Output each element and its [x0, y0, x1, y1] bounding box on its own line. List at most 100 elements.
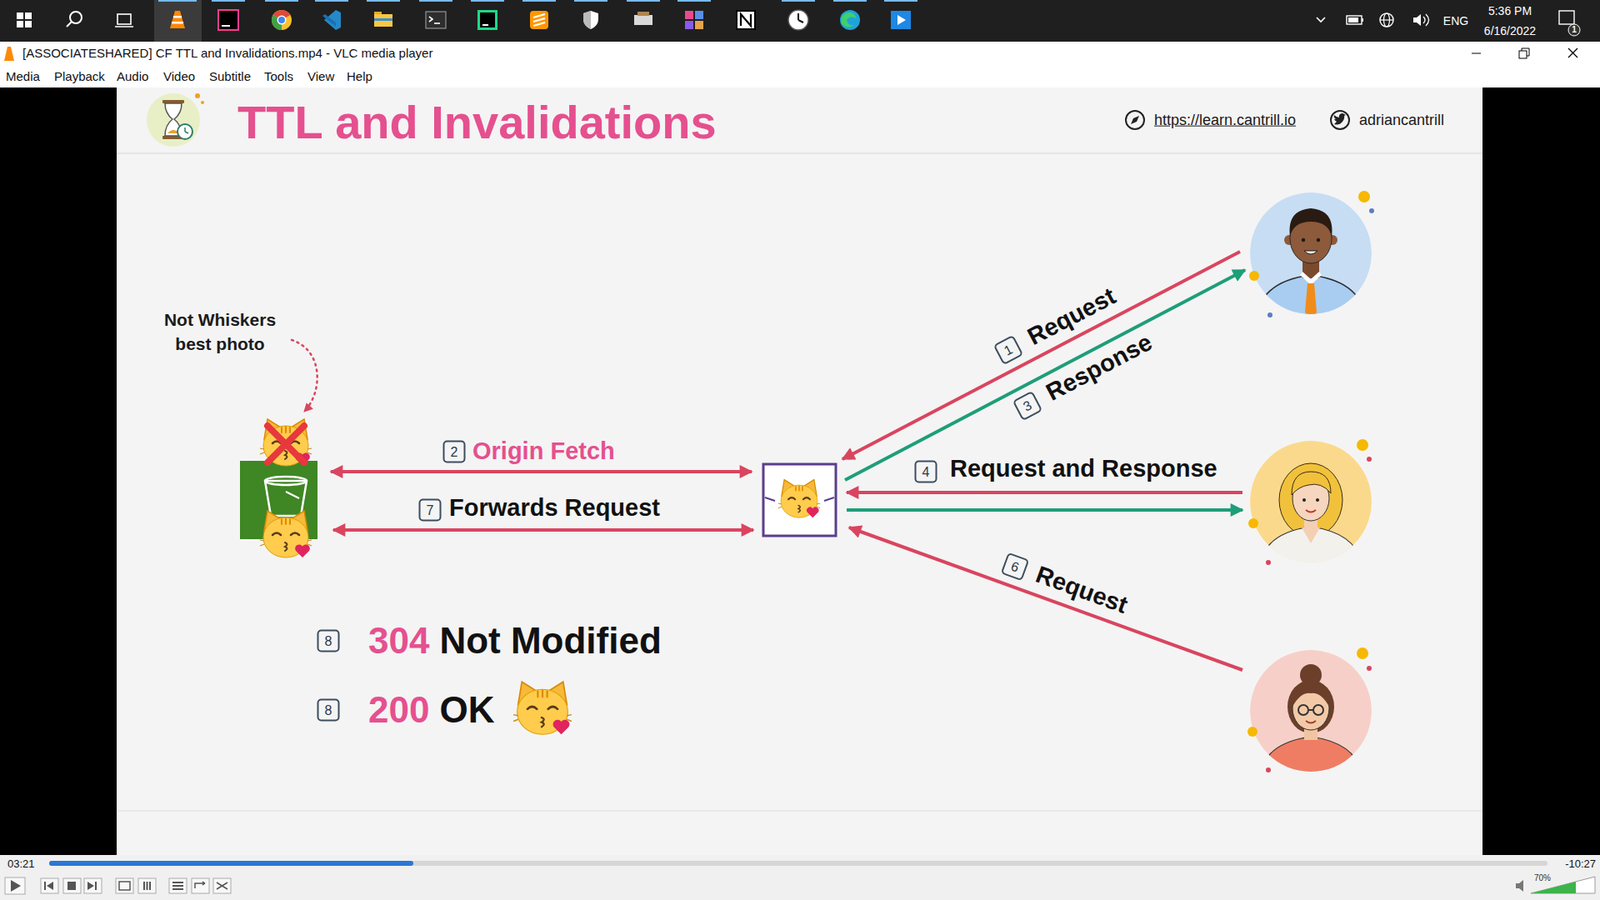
taskbar	[170, 10, 185, 29]
user-avatar	[1302, 498, 1306, 502]
leader-line	[291, 340, 318, 412]
user-avatar	[1247, 647, 1372, 777]
cat-emoji	[260, 510, 312, 558]
menu-item: Video	[163, 69, 195, 84]
taskbar	[1316, 17, 1325, 22]
user-avatar	[1279, 463, 1343, 537]
hourglass-icon	[200, 100, 205, 105]
step-number: 7	[426, 503, 435, 517]
player-controls	[0, 855, 1600, 900]
player-controls	[195, 881, 205, 889]
window-chrome	[0, 41, 1600, 855]
notification-count: 1	[1571, 25, 1577, 35]
taskbar	[695, 20, 704, 30]
compass-icon	[1125, 110, 1145, 130]
player-controls	[40, 878, 231, 894]
flow-arrows	[333, 528, 754, 532]
user-avatar	[1316, 238, 1320, 242]
player-controls	[67, 881, 76, 890]
slide	[116, 87, 1483, 855]
window-title: [ASSOCIATESHARED] CF TTL and Invalidatio…	[22, 45, 433, 60]
player-controls	[115, 878, 134, 894]
player-controls	[146, 881, 149, 890]
user-avatar	[1300, 271, 1322, 285]
user-avatar	[1305, 720, 1316, 724]
taskbar	[1380, 19, 1394, 20]
player-controls	[5, 877, 25, 895]
volume-level: 70%	[1534, 873, 1551, 884]
step-badge: 7	[419, 499, 442, 522]
taskbar	[841, 12, 858, 28]
user-avatar	[1265, 560, 1271, 565]
taskbar	[154, 0, 202, 42]
window-chrome	[0, 41, 1600, 65]
taskbar	[533, 14, 545, 26]
taskbar	[171, 21, 184, 25]
step-number: 8	[325, 703, 333, 717]
taskbar	[1380, 13, 1394, 27]
twitter-handle: adriancantrill	[1359, 111, 1445, 130]
taskbar	[25, 20, 32, 28]
menu-item: Subtitle	[209, 69, 251, 84]
user-avatar	[1358, 190, 1370, 203]
window-chrome	[4, 46, 15, 61]
taskbar	[637, 11, 650, 16]
step-number: 8	[325, 634, 333, 648]
twitter-icon	[1334, 113, 1346, 125]
taskbar	[419, 0, 453, 2]
compass-icon	[1130, 115, 1140, 125]
user-avatar	[1366, 665, 1372, 671]
menu-item: Audio	[116, 69, 149, 84]
slide-title: TTL and Invalidations	[237, 95, 717, 150]
taskbar	[117, 14, 131, 25]
step-badge: 3	[1012, 390, 1043, 421]
step-number: 1	[1001, 342, 1015, 358]
clock-date: 6/16/2022	[1484, 24, 1536, 38]
taskbar	[0, 0, 1600, 42]
user-avatar	[1265, 767, 1271, 773]
user-avatar	[1308, 709, 1314, 711]
edge-location	[778, 480, 820, 519]
taskbar	[530, 10, 549, 30]
compass-icon	[1125, 110, 1145, 130]
taskbar	[1568, 24, 1580, 36]
taskbar	[366, 0, 400, 2]
taskbar	[277, 15, 287, 25]
step-number: 2	[450, 445, 459, 459]
step-number: 4	[922, 465, 930, 479]
taskbar	[211, 0, 245, 2]
taskbar	[798, 13, 804, 23]
s3-bucket	[265, 480, 307, 516]
remaining-time: -10:27	[1565, 858, 1596, 871]
menu-item: View	[307, 69, 335, 84]
taskbar	[315, 0, 349, 2]
user-avatar	[1248, 439, 1372, 567]
user-avatar	[1249, 190, 1375, 319]
menu-item: Playback	[54, 69, 105, 84]
taskbar	[626, 0, 660, 2]
hourglass-icon	[146, 93, 205, 147]
flow-arrows	[330, 251, 1245, 670]
player-controls	[138, 878, 156, 894]
taskbar	[677, 0, 711, 2]
player-controls	[169, 878, 187, 894]
taskbar	[470, 0, 505, 2]
taskbar	[884, 0, 918, 2]
taskbar	[173, 15, 182, 19]
taskbar	[897, 15, 906, 25]
clock-time: 5:36 PM	[1488, 4, 1532, 18]
taskbar	[685, 10, 694, 20]
user-avatar	[1301, 238, 1305, 242]
taskbar	[25, 12, 32, 20]
slide	[116, 810, 1483, 812]
flow-arrows	[846, 508, 1243, 512]
taskbar	[278, 16, 285, 24]
status-code: 304	[368, 620, 430, 663]
user-avatar	[1315, 498, 1320, 502]
flow-arrows	[330, 470, 752, 474]
taskbar	[158, 0, 918, 2]
status-text: OK	[439, 689, 495, 732]
taskbar	[1423, 14, 1430, 26]
user-avatar	[1267, 312, 1273, 318]
